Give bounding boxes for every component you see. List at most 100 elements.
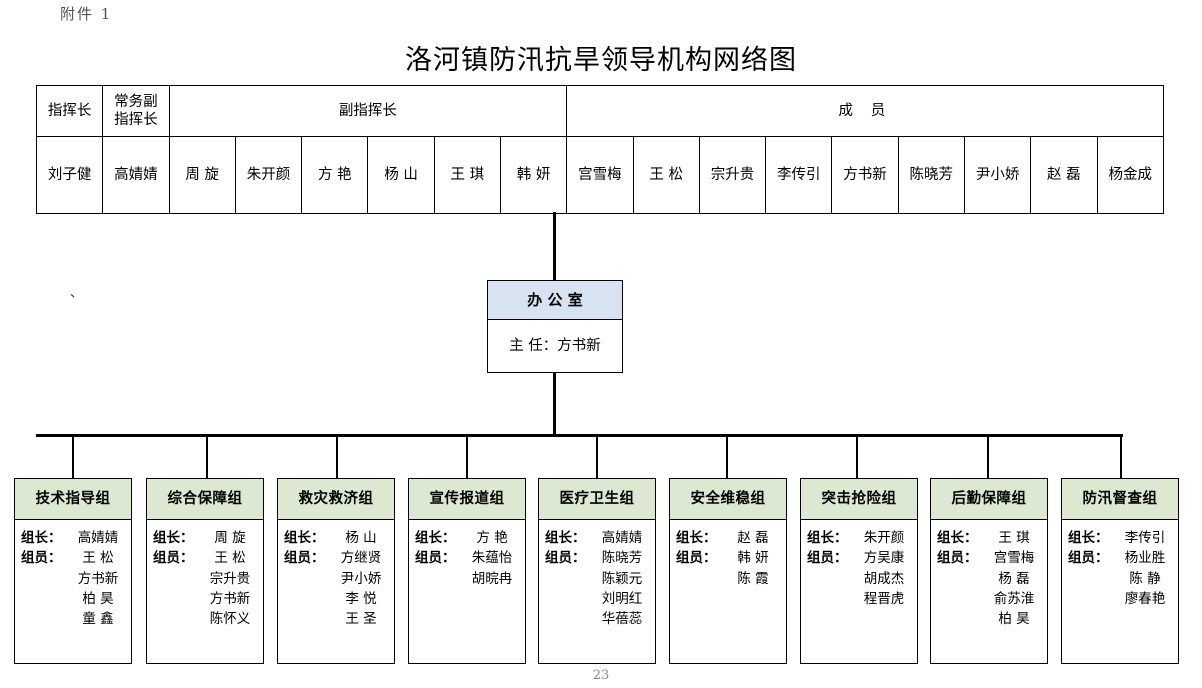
name-cell: 陈晓芳 (897, 136, 965, 214)
leader-label: 组长： (807, 530, 848, 546)
member-name: 刘明红 (601, 590, 643, 607)
group-member-row: 组员：陈晓芳 (545, 548, 651, 568)
connector-bus-to-group-3 (336, 434, 338, 478)
member-name: 宗升贵 (209, 570, 251, 587)
member-name: 尹小娇 (340, 570, 382, 587)
group-title: 医疗卫生组 (539, 479, 655, 520)
group-members: 组长：高婧婧 组员：王 松 组员：方书新 组员：柏 昊 组员：童 鑫 (15, 520, 131, 629)
name-cell: 杨 山 (367, 136, 435, 214)
group-box-publicity-reporting: 宣传报道组 组长：方 艳 组员：朱蕴怡 组员：胡晥冉 (408, 478, 526, 664)
group-member-row: 组员：方书新 (21, 569, 127, 589)
leader-name: 方 艳 (476, 530, 508, 546)
leader-name: 王 琪 (998, 530, 1030, 546)
table-names-row: 刘子健 高婧婧 周 旋 朱开颜 方 艳 杨 山 王 琪 韩 妍 宫雪梅 王 松 … (35, 136, 1164, 214)
group-member-row: 组员：宗升贵 (153, 569, 259, 589)
group-members: 组长：高婧婧 组员：陈晓芳 组员：陈颖元 组员：刘明红 组员：华蓓蕊 (539, 520, 655, 629)
office-title: 办 公 室 (488, 281, 622, 320)
leader-label: 组长： (545, 530, 586, 546)
connector-bus-to-group-7 (856, 434, 858, 478)
office-box: 办 公 室 主 任：方书新 (487, 280, 623, 373)
member-name: 韩 妍 (737, 550, 769, 567)
member-name: 陈颖元 (601, 570, 643, 587)
group-member-row: 组员：陈 霞 (676, 569, 782, 589)
group-title: 技术指导组 (15, 479, 131, 520)
group-box-emergency-rescue: 突击抢险组 组长：朱开颜 组员： 方吴康 组员： 胡成杰 组员：程晋虎 (800, 478, 918, 664)
group-members: 组长：朱开颜 组员： 方吴康 组员： 胡成杰 组员：程晋虎 (801, 520, 917, 609)
leader-label: 组长： (284, 530, 325, 546)
group-member-row: 组员： 方吴康 (807, 548, 913, 568)
group-member-row: 组员：程晋虎 (807, 589, 913, 609)
header-cell-members: 成 员 (566, 85, 1164, 137)
group-member-row: 组员：柏 昊 (937, 609, 1043, 629)
group-leader-row: 组长：赵 磊 (676, 528, 782, 548)
group-member-row: 组员：陈 静 (1068, 569, 1174, 589)
group-member-row: 组员：陈怀义 (153, 609, 259, 629)
group-members: 组长： 周 旋 组员： 王 松 组员：宗升贵 组员：方书新 组员：陈怀义 (147, 520, 263, 629)
connector-horizontal-bus (36, 434, 1123, 437)
connector-table-to-office (553, 212, 556, 282)
page-number: 23 (592, 668, 610, 683)
group-member-row: 组员：柏 昊 (21, 589, 127, 609)
group-box-medical-health: 医疗卫生组 组长：高婧婧 组员：陈晓芳 组员：陈颖元 组员：刘明红 组员：华蓓蕊 (538, 478, 656, 664)
connector-bus-to-group-6 (726, 434, 728, 478)
leadership-table: 指挥长 常务副 指挥长 副指挥长 成 员 刘子健 高婧婧 周 旋 朱开颜 方 艳… (35, 85, 1164, 214)
leader-label: 组长： (153, 530, 194, 546)
group-member-row: 组员： 王 松 (153, 548, 259, 568)
group-member-row: 组员：方书新 (153, 589, 259, 609)
group-box-comprehensive-support: 综合保障组 组长： 周 旋 组员： 王 松 组员：宗升贵 组员：方书新 组员：陈怀义 (146, 478, 264, 664)
member-name: 程晋虎 (863, 590, 905, 607)
group-member-row: 组员：王 松 (21, 548, 127, 568)
member-label: 组员： (153, 550, 194, 567)
member-label: 组员： (284, 550, 325, 567)
member-label: 组员： (676, 550, 717, 567)
name-cell: 尹小娇 (963, 136, 1032, 214)
member-name: 王 松 (82, 550, 114, 567)
group-members: 组长：方 艳 组员：朱蕴怡 组员：胡晥冉 (409, 520, 525, 589)
member-name: 胡晥冉 (471, 570, 513, 587)
name-cell: 方书新 (831, 136, 899, 214)
group-member-row: 组员：王 圣 (284, 609, 390, 629)
name-cell: 宫雪梅 (566, 136, 634, 214)
leader-label: 组长： (1068, 530, 1109, 546)
member-name: 方书新 (77, 570, 119, 587)
group-member-row: 组员：朱蕴怡 (415, 548, 521, 568)
member-name: 柏 昊 (998, 611, 1030, 627)
connector-bus-to-group-1 (72, 434, 74, 478)
group-leader-row: 组长： 高婧婧 (545, 528, 651, 548)
group-member-row: 组员：方继贤 (284, 548, 390, 568)
group-member-row: 组员：尹小娇 (284, 569, 390, 589)
member-name: 廖春艳 (1124, 590, 1166, 607)
group-box-logistics-support: 后勤保障组 组长：王 琪 组员：宫雪梅 组员：杨 磊 组员：俞苏淮 组员：柏 昊 (930, 478, 1048, 664)
member-label: 组员： (807, 550, 848, 567)
group-leader-row: 组长： 方 艳 (415, 528, 521, 548)
name-cell: 刘子健 (35, 136, 104, 214)
leader-name: 高婧婧 (601, 530, 643, 546)
member-name: 陈 静 (1129, 570, 1161, 587)
leader-name: 李传引 (1124, 530, 1166, 546)
group-leader-row: 组长： 周 旋 (153, 528, 259, 548)
group-leader-row: 组长：朱开颜 (807, 528, 913, 548)
member-name: 方吴康 (863, 550, 905, 567)
group-member-row: 组员：宫雪梅 (937, 548, 1043, 568)
name-cell: 赵 磊 (1030, 136, 1098, 214)
header-cell-commander: 指挥长 (35, 85, 104, 137)
group-title: 突击抢险组 (801, 479, 917, 520)
member-name: 胡成杰 (863, 570, 905, 587)
group-title: 安全维稳组 (670, 479, 786, 520)
member-name: 王 松 (214, 550, 246, 567)
leader-name: 赵 磊 (737, 530, 769, 546)
group-title: 综合保障组 (147, 479, 263, 520)
group-member-row: 组员：杨业胜 (1068, 548, 1174, 568)
connector-bus-to-group-5 (596, 434, 598, 478)
leader-name: 杨 山 (345, 530, 377, 546)
leader-label: 组长： (415, 530, 456, 546)
member-name: 柏 昊 (82, 590, 114, 607)
member-label: 组员： (937, 550, 978, 567)
member-name: 方书新 (209, 590, 251, 607)
leader-name: 周 旋 (214, 530, 246, 546)
member-name: 俞苏淮 (993, 590, 1035, 607)
member-name: 童 鑫 (82, 611, 114, 627)
group-title: 救灾救济组 (278, 479, 394, 520)
name-cell: 周 旋 (168, 136, 236, 214)
group-members: 组长：李传引 组员：杨业胜 组员：陈 静 组员：廖春艳 (1062, 520, 1178, 609)
